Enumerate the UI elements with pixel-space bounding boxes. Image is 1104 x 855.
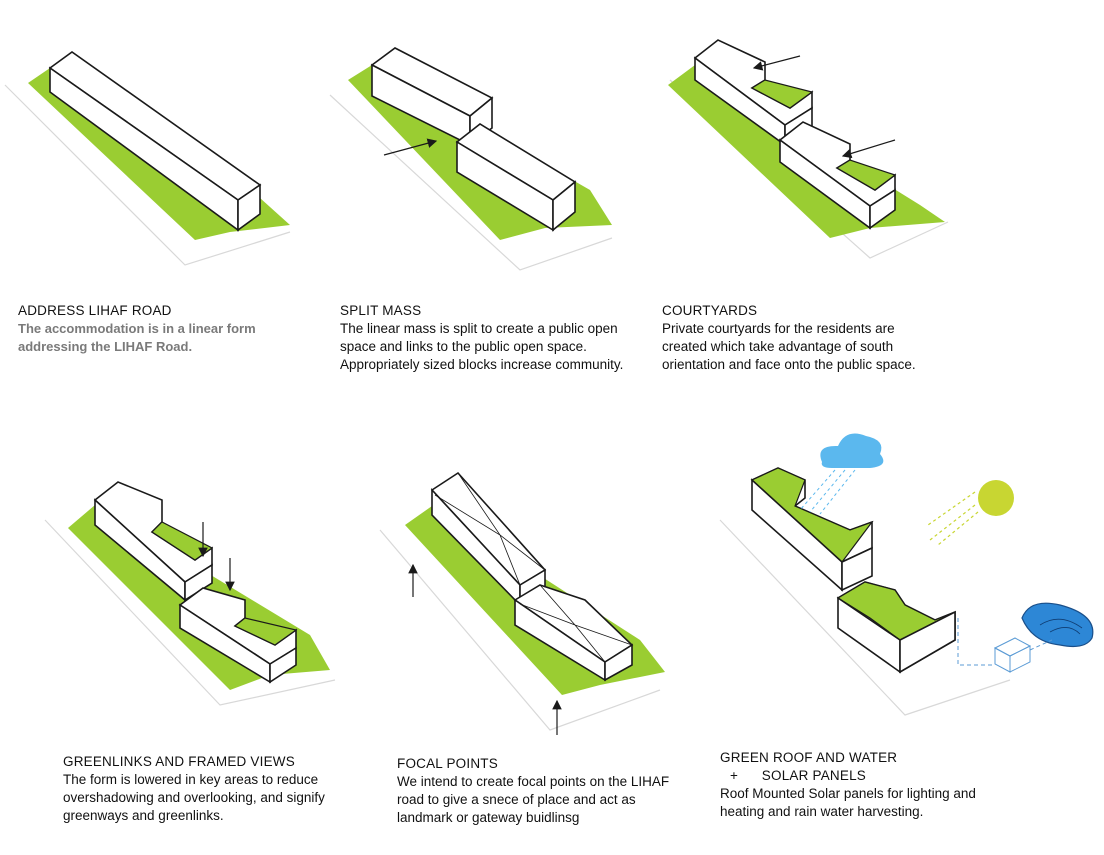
diagram-split-mass: [329, 47, 613, 271]
diagram-address-lihaf-road: [4, 51, 291, 266]
caption-title: SPLIT MASS: [340, 303, 422, 318]
caption-body: The linear mass is split to create a pub…: [340, 321, 624, 372]
diagram-greenlinks: [44, 481, 336, 706]
caption-address-lihaf-road: ADDRESS LIHAF ROAD The accommodation is …: [18, 302, 273, 356]
caption-body: The accommodation is in a linear form ad…: [18, 321, 256, 354]
water-tank-icon: [993, 637, 1032, 673]
caption-title: COURTYARDS: [662, 303, 758, 318]
caption-body: The form is lowered in key areas to redu…: [63, 772, 325, 823]
caption-title-line2: + SOLAR PANELS: [730, 768, 866, 783]
caption-title: GREEN ROOF AND WATER: [720, 750, 898, 765]
caption-body: Private courtyards for the residents are…: [662, 321, 916, 372]
cloud-icon: [820, 433, 884, 468]
caption-title: ADDRESS LIHAF ROAD: [18, 303, 172, 318]
diagram-courtyards: [668, 39, 949, 259]
caption-greenlinks: GREENLINKS AND FRAMED VIEWS The form is …: [63, 753, 345, 825]
caption-body: Roof Mounted Solar panels for lighting a…: [720, 786, 976, 819]
caption-split-mass: SPLIT MASS The linear mass is split to c…: [340, 302, 632, 374]
caption-courtyards: COURTYARDS Private courtyards for the re…: [662, 302, 940, 374]
caption-title: FOCAL POINTS: [397, 756, 498, 771]
water-icon: [1021, 602, 1094, 648]
caption-green-roof: GREEN ROOF AND WATER + SOLAR PANELS Roof…: [720, 749, 995, 821]
caption-title: GREENLINKS AND FRAMED VIEWS: [63, 754, 295, 769]
sun-icon: [978, 480, 1014, 516]
diagram-focal-points: [379, 471, 665, 735]
diagram-green-roof-solar: [719, 433, 1094, 716]
caption-focal-points: FOCAL POINTS We intend to create focal p…: [397, 755, 682, 827]
caption-body: We intend to create focal points on the …: [397, 774, 670, 825]
